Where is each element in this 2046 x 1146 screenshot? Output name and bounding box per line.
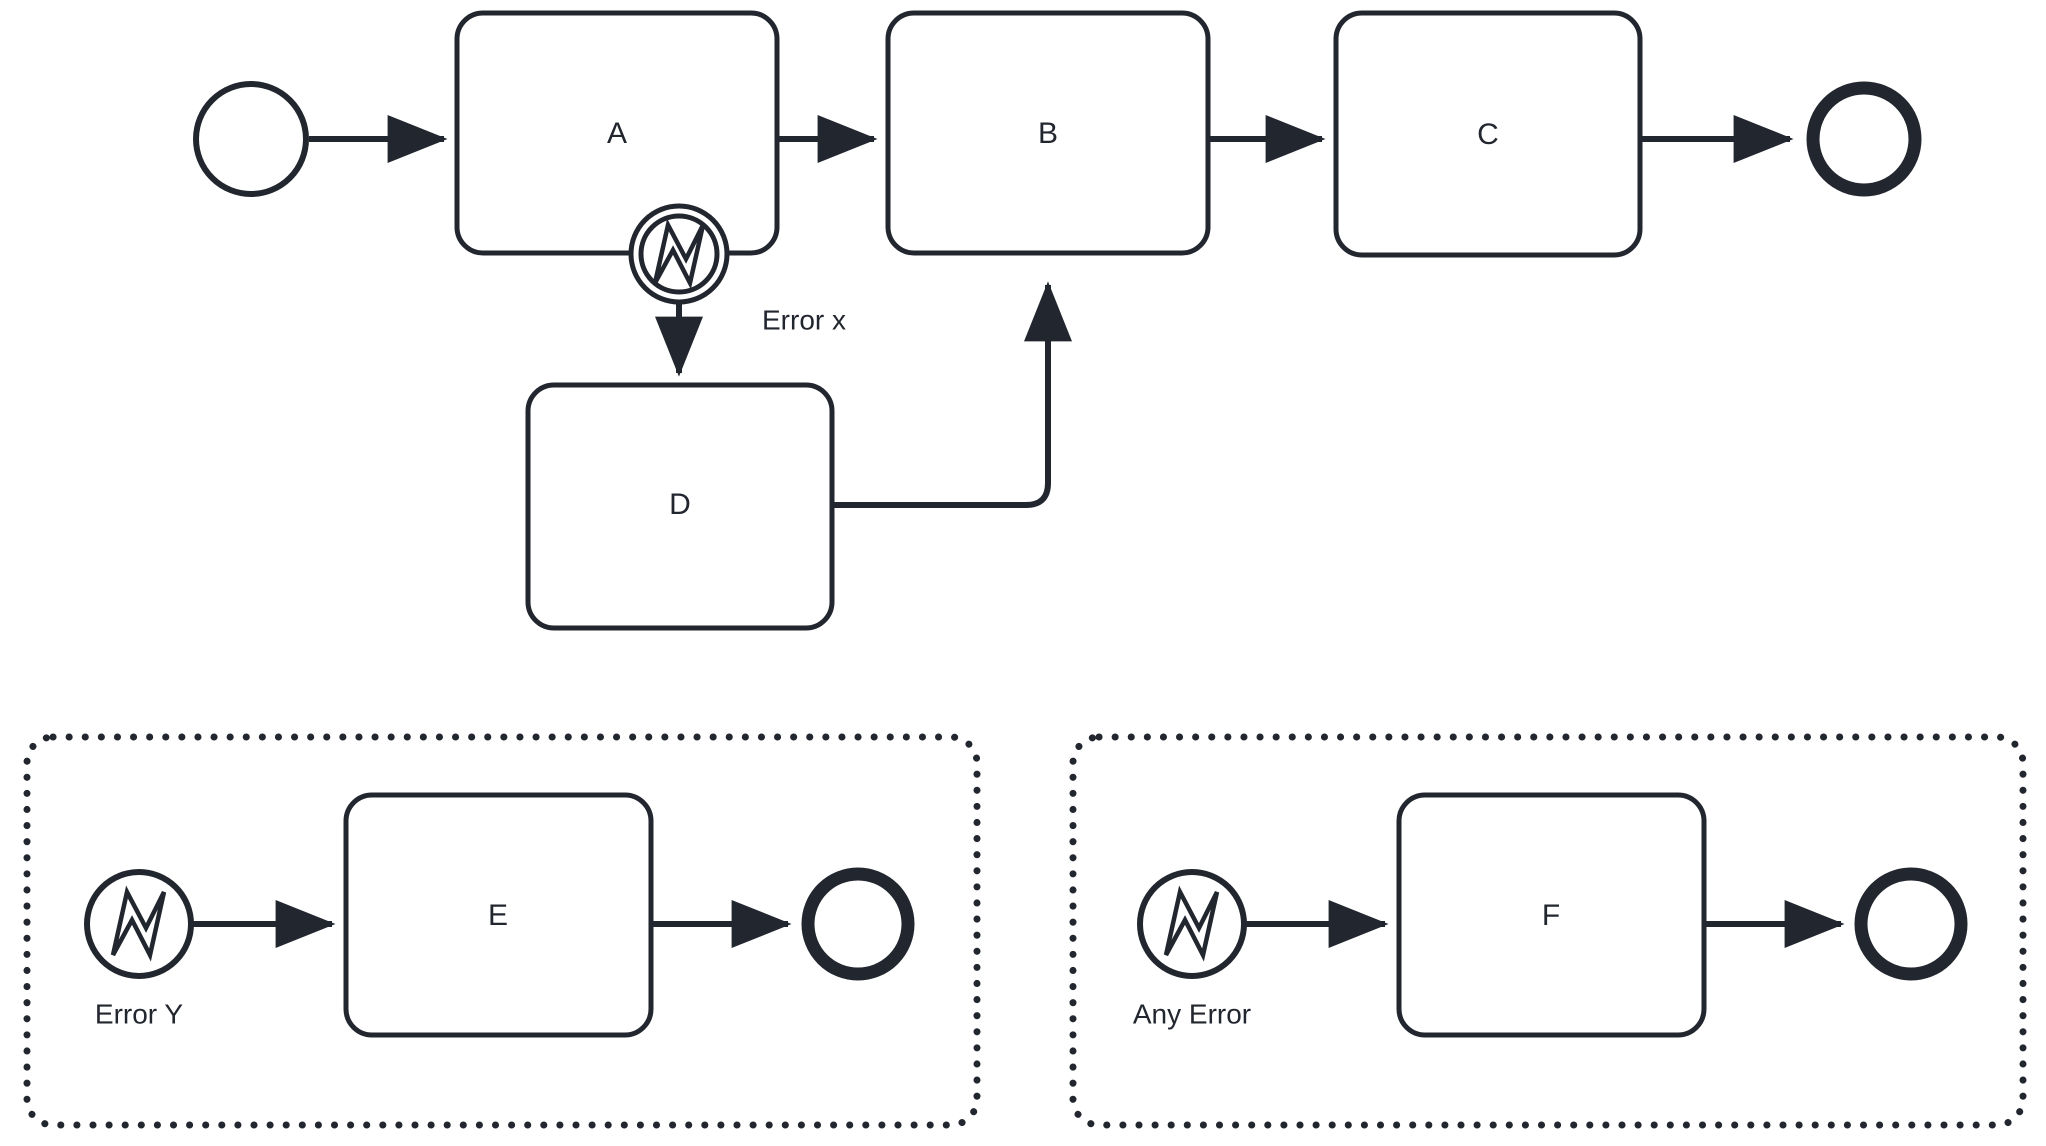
start-event-error-y[interactable]: [84, 869, 194, 979]
task-a[interactable]: [454, 10, 780, 256]
task-f-label: F: [1542, 899, 1560, 932]
start-event[interactable]: [193, 81, 309, 197]
flow-d-to-b[interactable]: [834, 281, 1072, 508]
task-d-label: D: [669, 488, 691, 521]
error-bolt-icon: [1163, 885, 1220, 962]
boundary-error-event-x[interactable]: [628, 203, 730, 305]
start-event-any-error-label: Any Error: [1133, 998, 1251, 1029]
task-c[interactable]: [1333, 10, 1643, 258]
task-d[interactable]: [525, 382, 835, 631]
task-b[interactable]: [885, 10, 1211, 256]
end-event-sub-error-y[interactable]: [801, 867, 915, 981]
error-bolt-icon: [110, 885, 167, 962]
task-b-label: B: [1038, 117, 1058, 150]
end-event[interactable]: [1806, 81, 1922, 197]
task-e-label: E: [488, 899, 508, 932]
task-e[interactable]: [343, 792, 654, 1038]
task-f[interactable]: [1396, 792, 1707, 1038]
boundary-error-x-label: Error x: [762, 304, 846, 335]
error-bolt-icon: [652, 218, 706, 290]
task-a-label: A: [607, 117, 627, 150]
subprocess-error-y-container[interactable]: [23, 733, 981, 1129]
start-event-any-error[interactable]: [1137, 869, 1247, 979]
end-event-sub-any-error[interactable]: [1854, 867, 1968, 981]
task-c-label: C: [1477, 118, 1499, 151]
start-event-error-y-label: Error Y: [95, 998, 183, 1029]
subprocess-any-error-container[interactable]: [1069, 733, 2027, 1129]
